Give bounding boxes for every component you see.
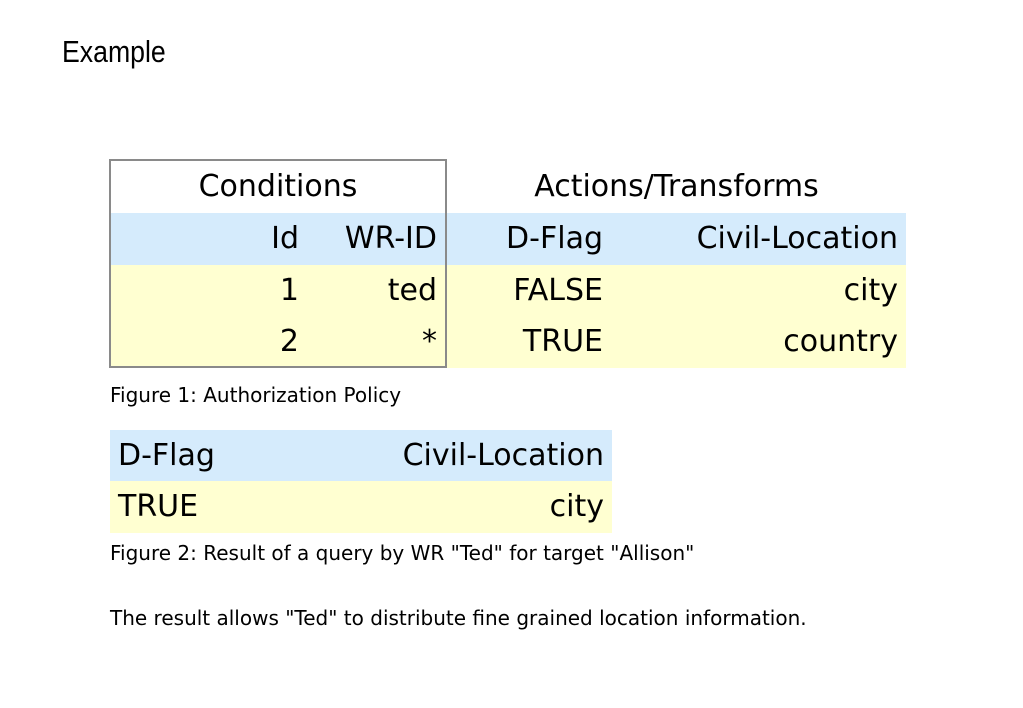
figure-1-caption: Figure 1: Authorization Policy [110,383,402,407]
table-cell: 2 [111,316,307,368]
column-header-d-flag: D-Flag [445,213,611,265]
actions-header: Actions/Transforms [534,169,819,204]
column-header-wr-id: WR-ID [307,213,445,265]
table-cell: 1 [111,265,307,317]
table-cell: ted [307,265,445,317]
column-header-id: Id [111,213,307,265]
table-cell: TRUE [445,316,611,368]
column-header-d-flag: D-Flag [110,430,310,482]
table-cell: FALSE [445,265,611,317]
table-cell: * [307,316,445,368]
table-cell: city [611,265,906,317]
table-cell: city [310,481,612,533]
table-cell: TRUE [110,481,310,533]
column-header-civil-location: Civil-Location [310,430,612,482]
figure-2-caption: Figure 2: Result of a query by WR "Ted" … [110,541,695,565]
conclusion-text: The result allows "Ted" to distribute fi… [110,606,807,630]
conditions-header: Conditions [198,169,358,204]
column-header-civil-location: Civil-Location [611,213,906,265]
table-cell: country [611,316,906,368]
slide-title: Example [62,34,166,69]
